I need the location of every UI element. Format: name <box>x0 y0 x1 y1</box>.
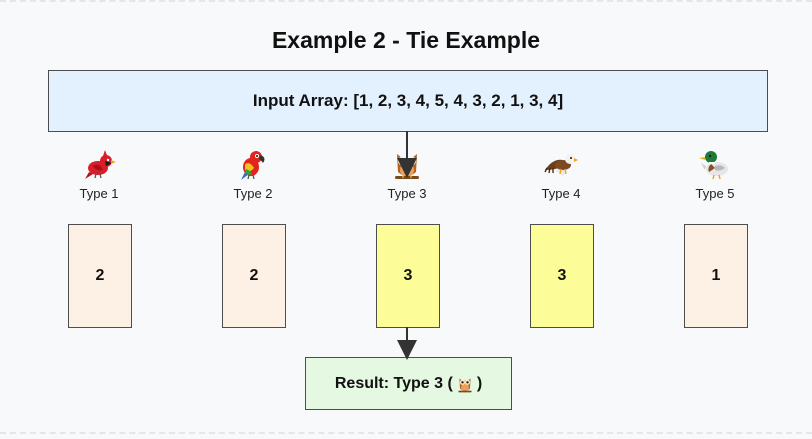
type-2-count: 2 <box>249 267 259 284</box>
type-2-column: Type 2 <box>193 140 313 201</box>
diagram-title: Example 2 - Tie Example <box>271 27 541 53</box>
result-prefix: Result: Type 3 ( <box>334 374 453 392</box>
input-array-label: Input Array: [1, 2, 3, 4, 5, 4, 3, 2, 1,… <box>252 91 564 110</box>
eagle-icon <box>543 146 579 182</box>
type-4-column: Type 4 <box>501 140 621 201</box>
type-1-column: Type 1 <box>39 140 159 201</box>
type-3-count: 3 <box>403 267 413 284</box>
type-1-count: 2 <box>95 267 105 284</box>
type-5-label: Type 5 <box>695 186 735 201</box>
top-divider <box>0 0 812 2</box>
type-5-count-box: 1 <box>684 224 748 328</box>
result-suffix: ) <box>476 374 483 392</box>
type-4-label: Type 4 <box>541 186 581 201</box>
result-box: Result: Type 3 ( ) <box>305 357 512 410</box>
type-3-label: Type 3 <box>387 186 427 201</box>
type-1-label: Type 1 <box>79 186 119 201</box>
type-5-count: 1 <box>711 267 721 284</box>
type-3-count-box: 3 <box>376 224 440 328</box>
type-5-column: Type 5 <box>655 140 775 201</box>
parrot-icon <box>235 146 271 182</box>
type-2-label: Type 2 <box>233 186 273 201</box>
type-1-count-box: 2 <box>68 224 132 328</box>
type-2-count-box: 2 <box>222 224 286 328</box>
type-3-column: Type 3 <box>347 140 467 201</box>
result-owl-icon <box>455 374 475 394</box>
bottom-divider <box>0 432 812 434</box>
type-4-count: 3 <box>557 267 567 284</box>
cardinal-icon <box>81 146 117 182</box>
duck-icon <box>697 146 733 182</box>
input-array-box: Input Array: [1, 2, 3, 4, 5, 4, 3, 2, 1,… <box>48 70 768 132</box>
owl-icon <box>389 146 425 182</box>
type-4-count-box: 3 <box>530 224 594 328</box>
